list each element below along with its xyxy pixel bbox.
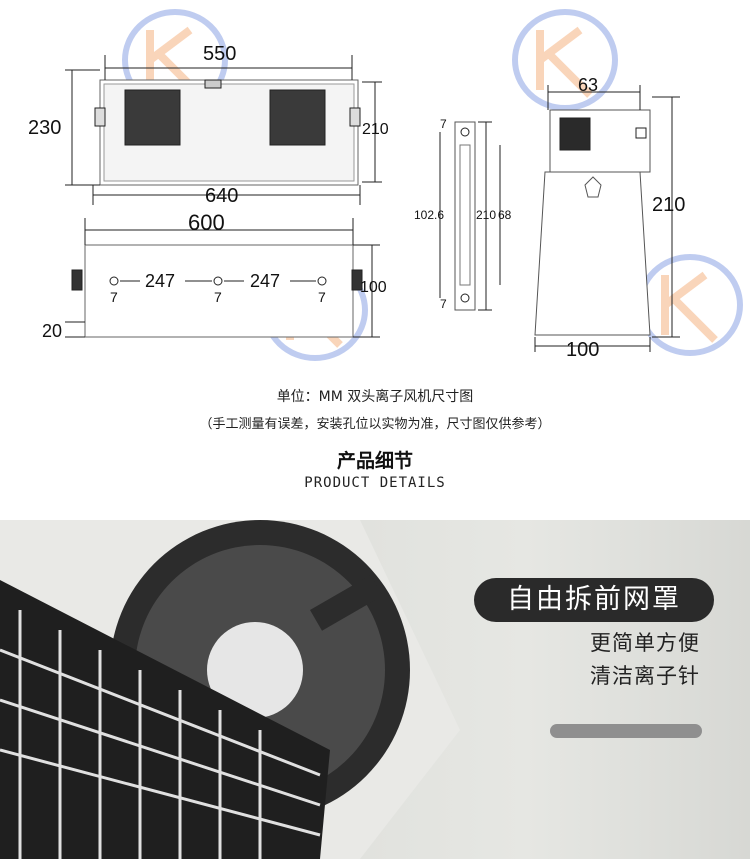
decorative-bar — [550, 724, 702, 738]
base-offset-label: 20 — [42, 321, 63, 341]
hole-label-3: 7 — [318, 289, 326, 305]
hole-label-1: 7 — [110, 289, 118, 305]
section-title: 产品细节 — [336, 450, 413, 472]
bracket-slot-label: 68 — [498, 208, 512, 222]
side-top-label: 63 — [578, 75, 599, 95]
side-height-label: 210 — [652, 194, 686, 216]
unit-title: 单位：MM 双头离子风机尺寸图 — [276, 389, 474, 405]
feature-line-2: 清洁离子针 — [590, 664, 700, 688]
section-subtitle: PRODUCT DETAILS — [304, 475, 446, 491]
front-width-label: 550 — [203, 43, 237, 65]
bracket-span-label: 102.6 — [414, 208, 445, 222]
fan-cover-illustration — [0, 520, 460, 859]
bracket-hole-bottom-label: 7 — [440, 297, 447, 311]
bracket-hole-top-label: 7 — [440, 117, 447, 131]
feature-line-1: 更简单方便 — [590, 631, 700, 655]
front-inner-height-label: 210 — [362, 121, 389, 138]
bracket-total-label: 210 — [476, 208, 497, 222]
measurement-note: （手工测量有误差，安装孔位以实物为准，尺寸图仅供参考） — [199, 417, 551, 432]
side-base-label: 100 — [566, 339, 600, 361]
front-height-label: 230 — [28, 117, 62, 139]
base-width-label: 600 — [188, 210, 225, 235]
technical-drawing — [65, 55, 680, 352]
feature-headline: 自由拆前网罩 — [474, 578, 714, 622]
spacing-label-2: 247 — [250, 271, 281, 291]
brand-watermark-logo — [512, 9, 618, 111]
hole-label-2: 7 — [214, 289, 222, 305]
spacing-label-1: 247 — [145, 271, 176, 291]
base-height-label: 100 — [360, 279, 387, 296]
dimension-drawing-panel: 550 230 210 640 600 247 247 7 7 7 100 20… — [28, 9, 743, 491]
overall-width-label: 640 — [205, 185, 239, 207]
product-detail-photo — [0, 520, 750, 859]
